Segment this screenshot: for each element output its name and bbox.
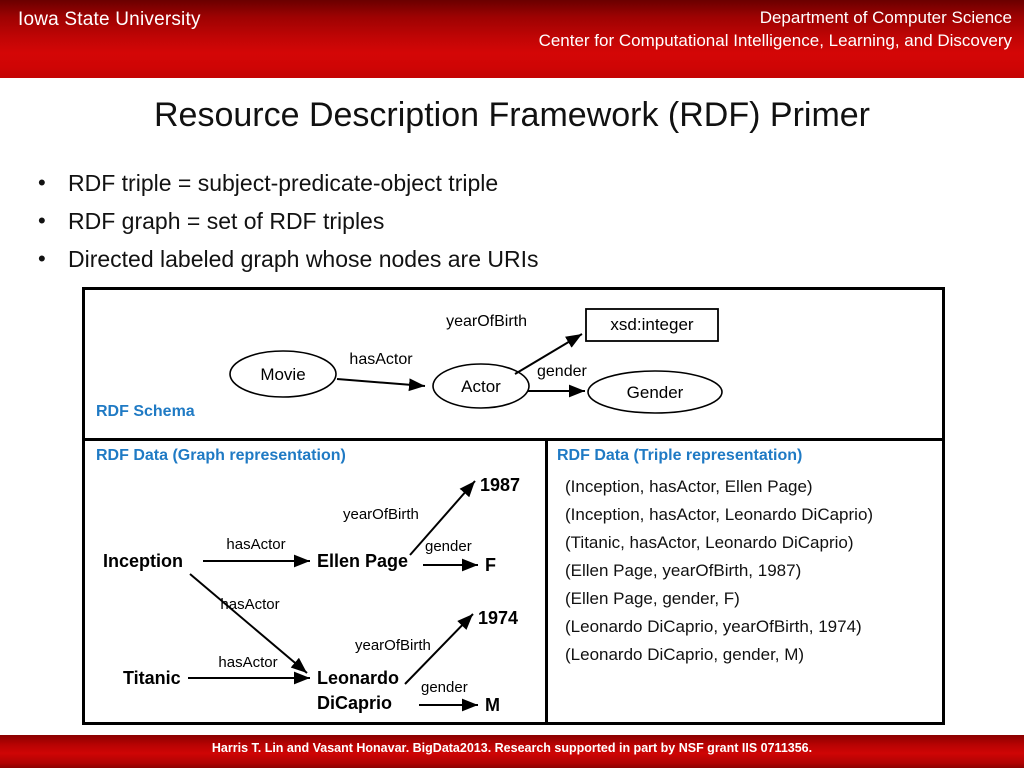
rdf-graph-diagram: Inception Titanic Ellen Page Leonardo Di… — [103, 475, 520, 715]
list-item: (Inception, hasActor, Ellen Page) — [565, 477, 813, 496]
graph-node-1974: 1974 — [478, 608, 518, 628]
rdf-schema-label: RDF Schema — [96, 403, 195, 420]
schema-node-actor-label: Actor — [461, 377, 501, 396]
graph-node-leonardo-line2: DiCaprio — [317, 693, 392, 713]
rdf-triple-label: RDF Data (Triple representation) — [557, 447, 803, 464]
graph-edge-titanic-leonardo-label: hasActor — [218, 654, 277, 671]
graph-edge-ellen-f-label: gender — [425, 538, 472, 555]
schema-node-gender-label: Gender — [627, 383, 684, 402]
rdf-triple-list: (Inception, hasActor, Ellen Page) (Incep… — [565, 473, 935, 669]
bullet-text: RDF triple = subject-predicate-object tr… — [68, 170, 499, 196]
list-item: (Titanic, hasActor, Leonardo DiCaprio) — [565, 533, 854, 552]
graph-node-leonardo-line1: Leonardo — [317, 668, 399, 688]
schema-node-xsd-integer-label: xsd:integer — [610, 315, 693, 334]
list-item: • Directed labeled graph whose nodes are… — [38, 240, 938, 278]
page-title: Resource Description Framework (RDF) Pri… — [153, 96, 870, 134]
graph-edge-inception-ellen-label: hasActor — [226, 536, 285, 553]
page-header: Iowa State University Department of Comp… — [0, 0, 1024, 78]
rdf-schema-pane: Movie Actor Gender xsd:integer hasActor … — [85, 290, 942, 438]
rdf-figure: Movie Actor Gender xsd:integer hasActor … — [82, 287, 945, 725]
bullet-list: • RDF triple = subject-predicate-object … — [38, 164, 938, 278]
graph-node-m: M — [485, 695, 500, 715]
schema-edge-yearofbirth — [514, 333, 583, 375]
schema-node-movie — [229, 350, 337, 398]
horizontal-divider — [85, 438, 942, 441]
schema-edge-yearofbirth-label: yearOfBirth — [446, 313, 527, 330]
schema-node-gender — [587, 370, 723, 414]
rdf-graph-label: RDF Data (Graph representation) — [96, 447, 346, 464]
vertical-divider — [545, 441, 548, 722]
schema-node-actor — [432, 363, 530, 409]
department-name: Department of Computer Science — [759, 8, 1012, 27]
rdf-schema-diagram: Movie Actor Gender xsd:integer hasActor … — [229, 308, 723, 414]
rdf-data-panes: RDF Data (Graph representation) Inceptio… — [85, 441, 942, 722]
center-name: Center for Computational Intelligence, L… — [538, 31, 1012, 50]
list-item: (Inception, hasActor, Leonardo DiCaprio) — [565, 505, 874, 524]
schema-node-movie-label: Movie — [260, 365, 305, 384]
graph-edge-ellen-1987 — [409, 480, 476, 556]
bullet-text: RDF graph = set of RDF triples — [68, 208, 385, 234]
graph-edge-ellen-1987-label: yearOfBirth — [343, 506, 419, 523]
list-item: (Ellen Page, gender, F) — [565, 589, 740, 608]
schema-edge-hasactor — [336, 378, 426, 392]
graph-edge-leonardo-1974-label: yearOfBirth — [355, 637, 431, 654]
schema-node-xsd-integer — [585, 308, 719, 342]
graph-node-inception: Inception — [103, 551, 183, 571]
list-item: (Leonardo DiCaprio, gender, M) — [565, 645, 805, 664]
graph-edge-inception-leonardo-label: hasActor — [220, 596, 279, 613]
bullet-icon: • — [38, 170, 46, 195]
bullet-text: Directed labeled graph whose nodes are U… — [68, 246, 539, 272]
graph-edge-inception-leonardo — [189, 573, 308, 674]
bullet-icon: • — [38, 246, 46, 271]
schema-edge-gender-label: gender — [537, 363, 587, 380]
list-item: (Leonardo DiCaprio, yearOfBirth, 1974) — [565, 617, 862, 636]
university-name: Iowa State University — [18, 9, 201, 30]
graph-edge-leonardo-1974 — [404, 613, 474, 685]
graph-node-titanic: Titanic — [123, 668, 181, 688]
graph-node-ellen-page: Ellen Page — [317, 551, 408, 571]
list-item: • RDF graph = set of RDF triples — [38, 202, 938, 240]
header-affiliation: Department of Computer Science Center fo… — [539, 6, 1012, 52]
graph-node-f: F — [485, 555, 496, 575]
schema-edge-hasactor-label: hasActor — [349, 351, 413, 368]
citation-text: Harris T. Lin and Vasant Honavar. BigDat… — [211, 741, 813, 755]
list-item: • RDF triple = subject-predicate-object … — [38, 164, 938, 202]
list-item: (Ellen Page, yearOfBirth, 1987) — [565, 561, 802, 580]
bullet-icon: • — [38, 208, 46, 233]
page-footer: Harris T. Lin and Vasant Honavar. BigDat… — [0, 735, 1024, 768]
graph-edge-leonardo-m-label: gender — [421, 679, 468, 696]
graph-node-1987: 1987 — [480, 475, 520, 495]
